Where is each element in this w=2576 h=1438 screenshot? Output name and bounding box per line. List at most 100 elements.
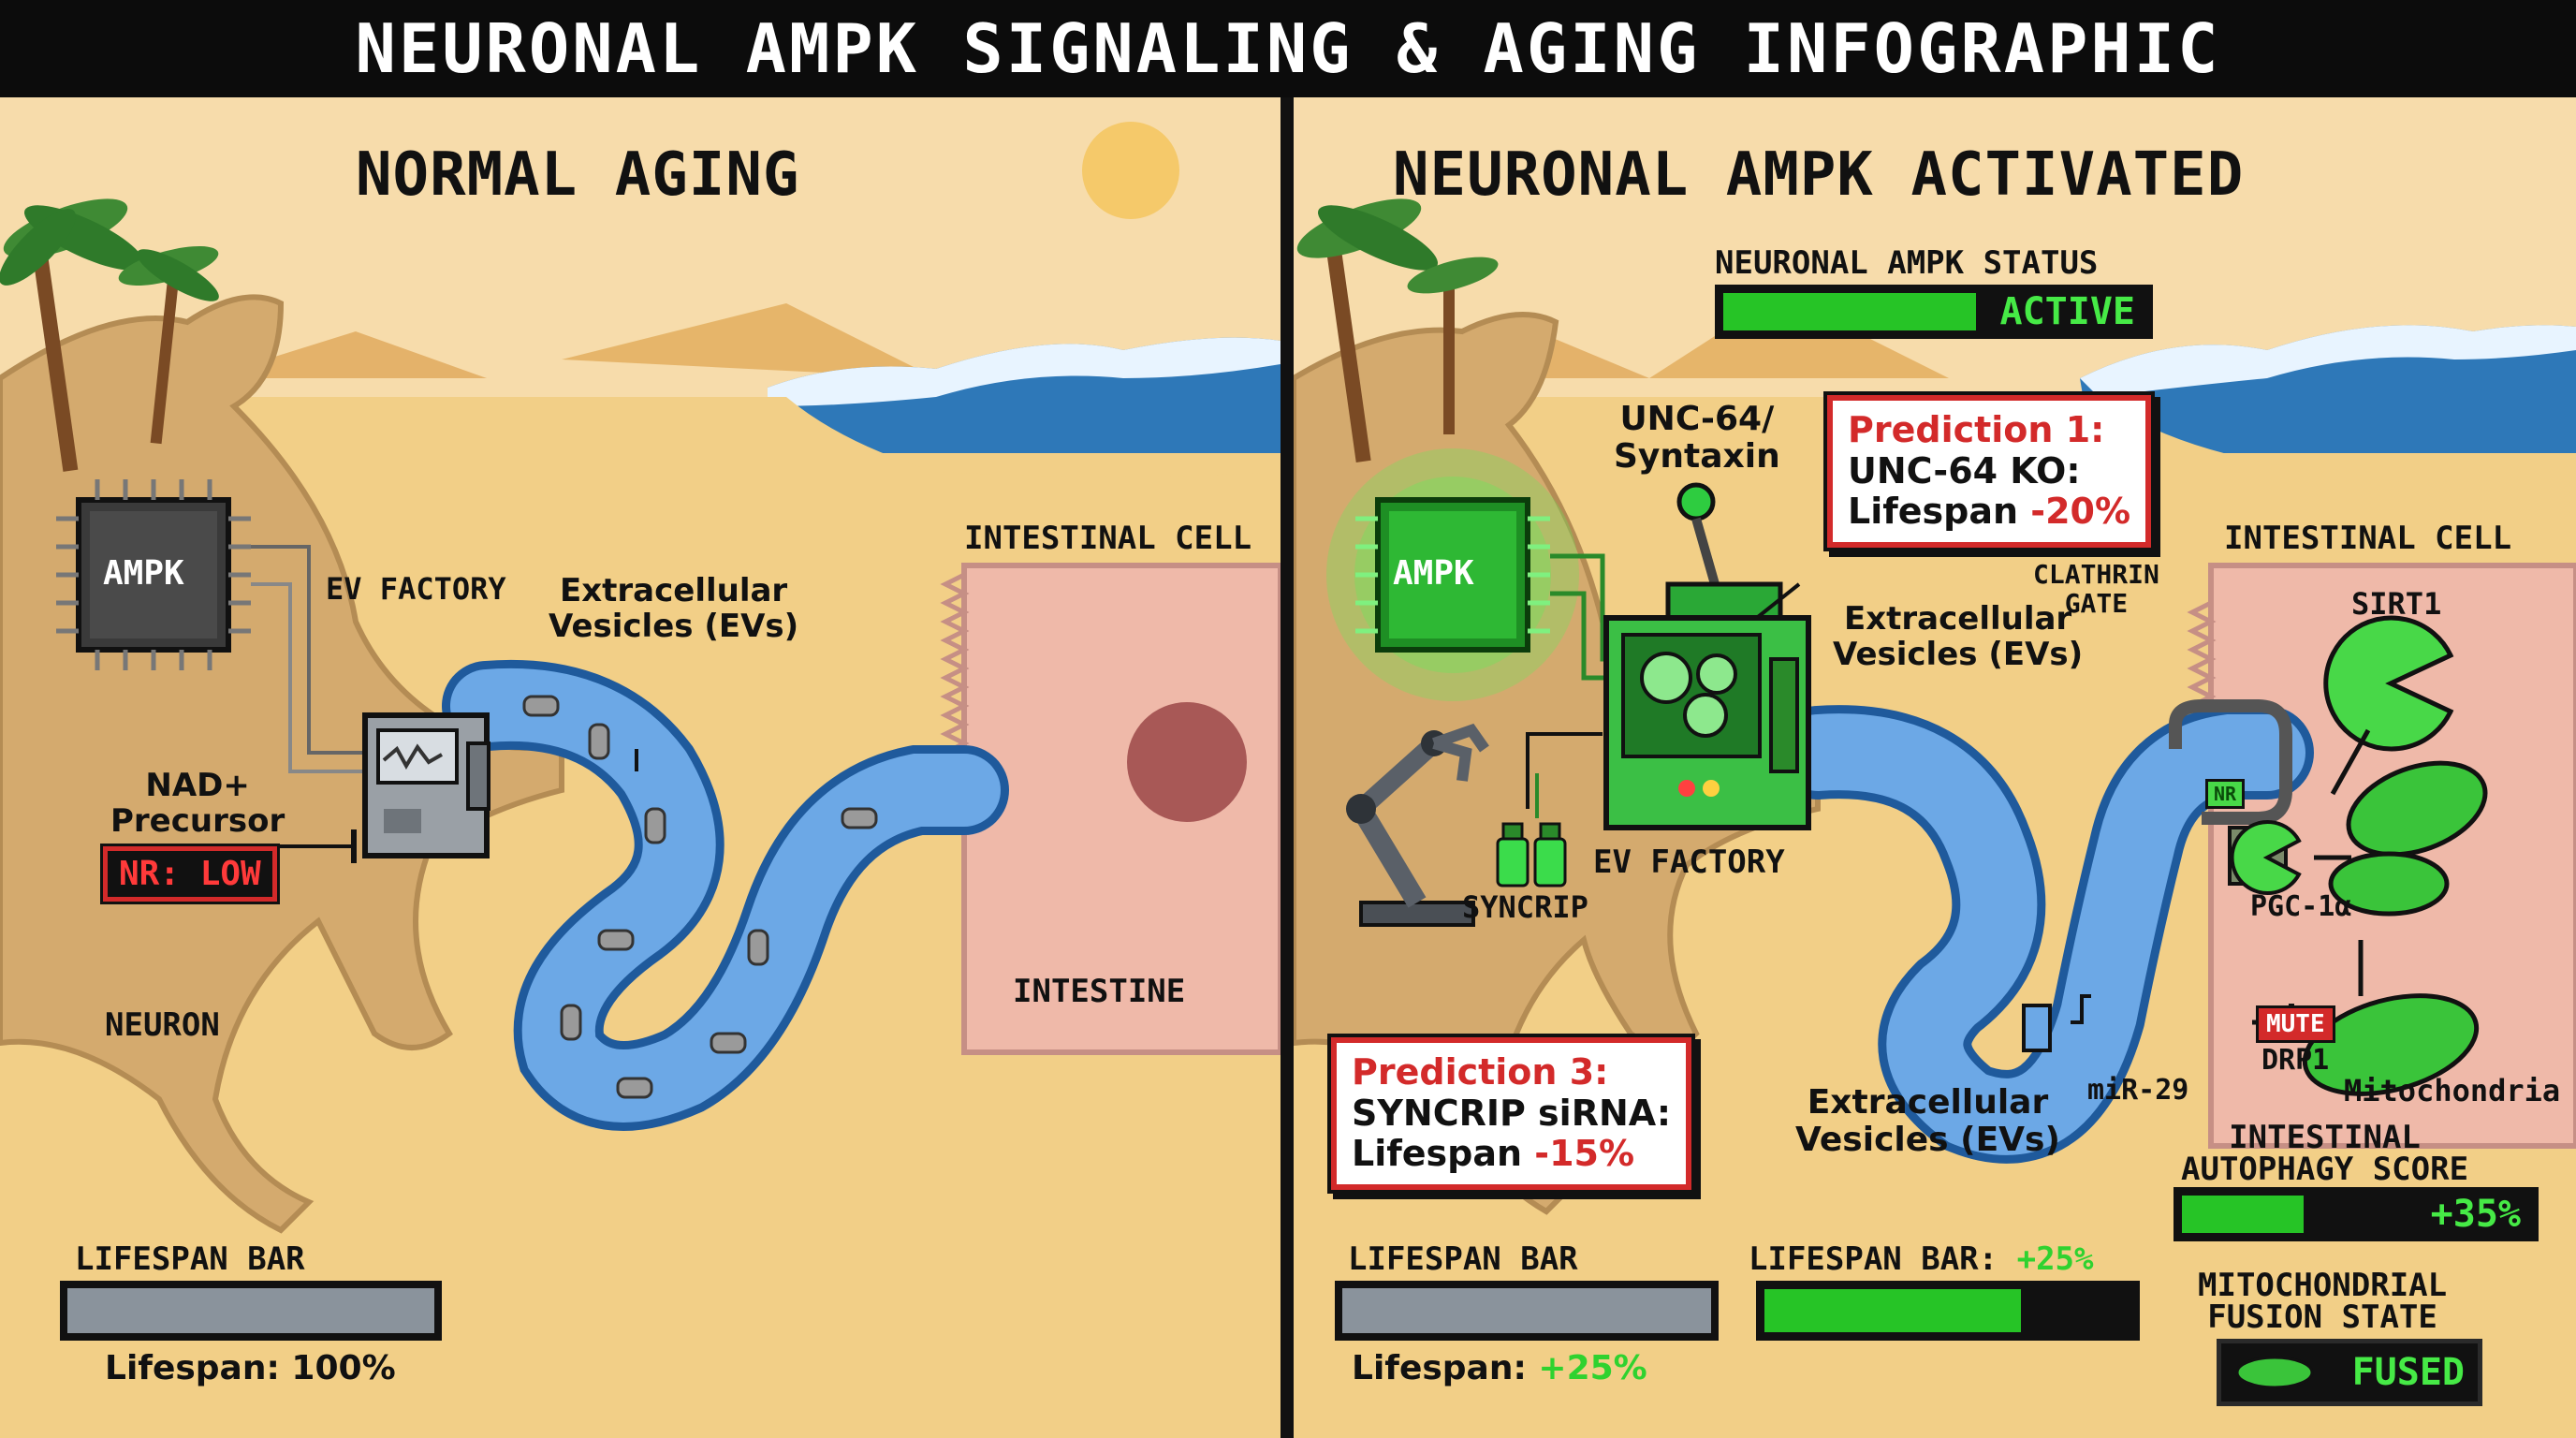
vesicle xyxy=(841,807,878,829)
autophagy-bar: +35% xyxy=(2174,1187,2539,1241)
palm-trunk xyxy=(150,274,180,445)
evs-label: Extracellular Vesicles (EVs) xyxy=(549,572,799,646)
evs-label-bottom: Extracellular Vesicles (EVs) xyxy=(1795,1083,2060,1160)
nad-precursor-label: NAD+ Precursor xyxy=(110,767,285,841)
sirt1-to-pgc-arrow xyxy=(2330,728,2371,796)
evs-label-top: Extracellular Vesicles (EVs) xyxy=(1833,600,2084,674)
dune xyxy=(206,331,487,378)
vesicle-tag-note: NR xyxy=(2205,779,2246,810)
clathrin-gate-label: CLATHRIN GATE xyxy=(2033,559,2159,620)
prediction-3-line1: SYNCRIP siRNA: xyxy=(1352,1092,1672,1134)
palm-trunk xyxy=(30,238,79,472)
sirt1-label: SIRT1 xyxy=(2351,586,2442,622)
palm-leaf xyxy=(1407,257,1499,294)
prediction-1-box: Prediction 1: UNC-64 KO: Lifespan -20% xyxy=(1827,395,2152,549)
vesicle xyxy=(597,929,635,951)
palm-leaf xyxy=(0,209,76,286)
autophagy-value: +35% xyxy=(2430,1193,2521,1236)
lifespan-bar2-label: LIFESPAN BAR: +25% xyxy=(1749,1241,2093,1277)
prediction-3-line2: Lifespan -15% xyxy=(1352,1134,1671,1175)
ev-factory-label: EV FACTORY xyxy=(1593,844,1785,881)
autophagy-label: INTESTINAL AUTOPHAGY SCORE xyxy=(2181,1119,2469,1188)
pgc1a-pacman xyxy=(2230,820,2302,895)
pgc1a-label: PGC-1α xyxy=(2250,890,2352,923)
prediction-1-line1: UNC-64 KO: xyxy=(1848,449,2081,492)
lifespan-value: +25% xyxy=(1538,1349,1647,1387)
ev-river-inner xyxy=(1779,713,2305,1155)
panel-heading-right: NEURONAL AMPK ACTIVATED xyxy=(1393,140,2245,210)
lifespan-bar2-fill xyxy=(1764,1289,2022,1332)
vesicle xyxy=(747,929,769,966)
clathrin-gate xyxy=(2169,699,2292,825)
lifespan-bar2 xyxy=(1756,1281,2140,1341)
ampk-status-bar: ACTIVE xyxy=(1715,285,2153,339)
prediction-3-prefix: Lifespan xyxy=(1352,1133,1535,1175)
lifespan-bar2-text: LIFESPAN BAR: xyxy=(1749,1240,1998,1278)
ev-factory-inactive xyxy=(362,712,490,858)
mitochondrion-fused xyxy=(2302,993,2480,1096)
prediction-1-prefix: Lifespan xyxy=(1848,491,2031,533)
ampk-chip-active xyxy=(1326,448,1579,701)
panel-normal-aging: NORMAL AGING AMPK EV FACTORY Extracellul… xyxy=(0,97,1281,1438)
prediction-3-value: -15% xyxy=(1534,1133,1635,1175)
ampk-status-fill xyxy=(1723,293,1976,330)
right-scene xyxy=(1294,97,2576,1438)
lifespan-readout: Lifespan: +25% xyxy=(1352,1349,1647,1387)
title-bar: NEURONAL AMPK SIGNALING & AGING INFOGRAP… xyxy=(0,0,2576,97)
mir29-scroll xyxy=(2022,1004,2052,1052)
lifespan-prefix: Lifespan: xyxy=(105,1349,280,1387)
syncrip-label: SYNCRIP xyxy=(1462,889,1588,925)
intestinal-cell-label: INTESTINAL CELL xyxy=(964,520,1252,557)
panel-ampk-activated: NEURONAL AMPK ACTIVATED NEURONAL AMPK ST… xyxy=(1294,97,2576,1438)
autophagy-fill xyxy=(2182,1196,2305,1233)
prediction-1-value: -20% xyxy=(2030,491,2131,533)
ampk-chip-inactive xyxy=(56,479,251,670)
page-title: NEURONAL AMPK SIGNALING & AGING INFOGRAP… xyxy=(355,9,2221,88)
fusion-mito-icon xyxy=(2235,1356,2314,1389)
nr-bottle xyxy=(1496,822,1530,888)
panel-divider xyxy=(1281,97,1294,1438)
mir29-label: miR-29 xyxy=(2087,1074,2189,1107)
lifespan-bar-label: LIFESPAN BAR xyxy=(1348,1240,1578,1278)
vesicle xyxy=(616,1077,653,1099)
ampk-chip-label: AMPK xyxy=(103,554,184,593)
palm-leaf xyxy=(137,249,219,301)
panel-heading-left: NORMAL AGING xyxy=(356,140,800,210)
vesicle xyxy=(588,723,610,760)
lifespan-value: 100% xyxy=(291,1349,396,1387)
palm-trunk xyxy=(1325,238,1371,462)
fusion-state-label: MITOCHONDRIAL FUSION STATE xyxy=(2198,1267,2448,1336)
vesicle xyxy=(522,695,560,717)
vesicle xyxy=(560,1004,582,1041)
fusion-state-badge: FUSED xyxy=(2217,1339,2482,1406)
nr-status-badge: NR: LOW xyxy=(103,846,277,902)
ev-river-inner xyxy=(450,668,1001,1123)
nucleus xyxy=(1127,702,1247,822)
neuron-label: NEURON xyxy=(105,1006,220,1044)
sun xyxy=(1082,122,1179,219)
syncrip-robot-arm xyxy=(1346,723,1489,927)
intestinal-cell-label: INTESTINAL CELL xyxy=(2224,520,2512,557)
ampk-status-label: NEURONAL AMPK STATUS xyxy=(1715,244,2099,282)
signal-wire xyxy=(251,582,365,773)
sirt1-pacman xyxy=(2323,615,2454,752)
vesicle xyxy=(644,807,666,844)
ev-factory-label: EV FACTORY xyxy=(326,571,506,607)
vesicle xyxy=(710,1032,747,1054)
mute-badge: MUTE xyxy=(2256,1005,2335,1043)
lifespan-bar-fill xyxy=(1342,1288,1711,1333)
left-scene xyxy=(0,97,1281,1438)
palm-trunk xyxy=(1443,285,1455,434)
prediction-1-title: Prediction 1: xyxy=(1848,409,2105,450)
signal-wire xyxy=(251,545,365,755)
sand-shore xyxy=(0,397,1281,537)
lifespan-bar2-value: +25% xyxy=(2016,1240,2094,1278)
nr-bottle xyxy=(1533,822,1567,888)
unc64-label: UNC-64/ Syntaxin xyxy=(1614,400,1780,477)
intestine-label: INTESTINE xyxy=(1013,973,1186,1010)
ampk-chip-label: AMPK xyxy=(1393,554,1474,593)
palm-leaf xyxy=(1317,205,1439,271)
prediction-3-title: Prediction 3: xyxy=(1352,1051,1609,1093)
dune xyxy=(562,303,936,378)
prediction-1-line2: Lifespan -20% xyxy=(1848,492,2130,533)
